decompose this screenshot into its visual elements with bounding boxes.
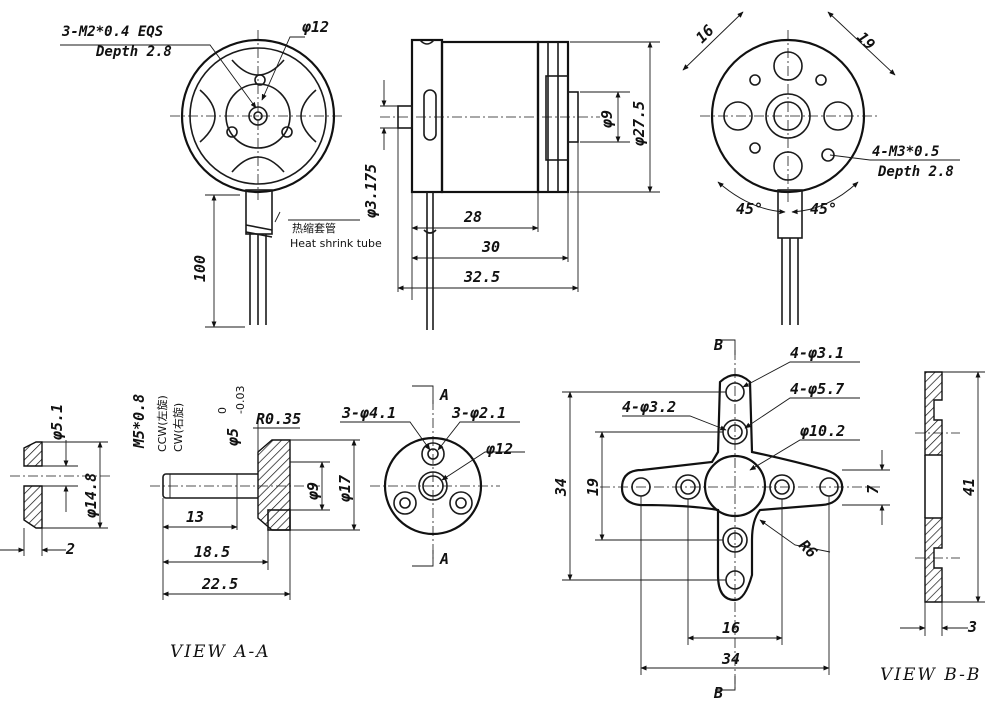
rear-diameter-label: φ12 bbox=[301, 18, 329, 36]
motor-side-view bbox=[380, 38, 660, 330]
view-aa-title: VIEW A-A bbox=[170, 642, 271, 662]
angle-left-label: 45° bbox=[736, 200, 763, 218]
length-18-5-label: 18.5 bbox=[194, 543, 230, 561]
rear-thread-label: 3-M2*0.4 EQS bbox=[61, 24, 163, 40]
motor-front-view bbox=[682, 11, 960, 325]
tolerance-lower-label: -0.03 bbox=[234, 386, 247, 414]
prop-adapter-side bbox=[150, 420, 360, 600]
tolerance-upper-label: 0 bbox=[216, 407, 229, 414]
front-dim-19-label: 19 bbox=[853, 28, 879, 54]
front-thread-label: 4-M3*0.5 bbox=[872, 144, 939, 160]
front-depth-label: Depth 2.8 bbox=[877, 164, 954, 180]
x-mount-section bbox=[900, 371, 985, 636]
washer-dia-5-1-label: φ5.1 bbox=[48, 404, 66, 441]
radius-r0-35-label: R0.35 bbox=[256, 410, 301, 428]
length-22-5-label: 22.5 bbox=[201, 575, 238, 593]
mount-dim-19-v-label: 19 bbox=[584, 478, 602, 496]
ccw-label: CCW(左旋) bbox=[155, 395, 169, 452]
heat-shrink-cn-label: 热缩套管 bbox=[292, 221, 336, 235]
side-dia-27-5-label: φ27.5 bbox=[630, 101, 648, 147]
mount-dim-3-label: 3 bbox=[967, 618, 977, 636]
length-30-label: 30 bbox=[481, 238, 500, 256]
holes-2-1-label: 3-φ2.1 bbox=[451, 404, 506, 422]
mount-dia-10-2-label: φ10.2 bbox=[799, 422, 845, 440]
angle-right-label: 45° bbox=[810, 200, 837, 218]
mount-dim-34-v-label: 34 bbox=[552, 478, 570, 497]
washer-dim-2-label: 2 bbox=[65, 540, 75, 558]
mount-dim-7-label: 7 bbox=[864, 485, 882, 494]
shaft-thread-label: M5*0.8 bbox=[130, 394, 148, 449]
lead-length-label: 100 bbox=[191, 255, 209, 282]
side-dia-9-label: φ9 bbox=[598, 110, 616, 129]
adapter-dia-17-label: φ17 bbox=[336, 475, 354, 503]
front-dim-16-label: 16 bbox=[692, 21, 718, 47]
x-mount-front bbox=[562, 339, 890, 691]
holes-3-2-label: 4-φ3.2 bbox=[622, 398, 676, 416]
section-b-top-label: B bbox=[713, 336, 723, 354]
shaft-dia-5-label: φ5 bbox=[224, 428, 242, 447]
length-13-label: 13 bbox=[186, 508, 204, 526]
length-28-label: 28 bbox=[463, 208, 482, 226]
mount-dim-34-h-label: 34 bbox=[721, 650, 740, 668]
prop-adapter-front bbox=[340, 385, 525, 567]
washer-section bbox=[0, 440, 110, 556]
holes-5-7-label: 4-φ5.7 bbox=[790, 380, 844, 398]
section-a-top-label: A bbox=[439, 386, 449, 404]
washer-dia-14-8-label: φ14.8 bbox=[82, 473, 100, 519]
adapter-dia-12-label: φ12 bbox=[485, 440, 513, 458]
section-b-bottom-label: B bbox=[713, 684, 723, 701]
mount-dim-16-h-label: 16 bbox=[722, 619, 740, 637]
section-a-bottom-label: A bbox=[439, 550, 449, 568]
mount-radius-r6-label: R6 bbox=[795, 536, 821, 562]
holes-3-1-label: 4-φ3.1 bbox=[790, 344, 844, 362]
shaft-dia-3-175-label: φ3.175 bbox=[362, 164, 380, 219]
view-bb-title: VIEW B-B bbox=[880, 665, 981, 685]
length-32-5-label: 32.5 bbox=[463, 268, 500, 286]
heat-shrink-en-label: Heat shrink tube bbox=[290, 237, 382, 250]
holes-4-1-label: 3-φ4.1 bbox=[341, 404, 396, 422]
motor-rear-view bbox=[60, 30, 360, 328]
cw-label: CW(右旋) bbox=[171, 403, 185, 452]
rear-depth-label: Depth 2.8 bbox=[95, 44, 172, 60]
mount-dim-41-label: 41 bbox=[960, 478, 978, 496]
adapter-dia-9-label: φ9 bbox=[304, 482, 322, 501]
